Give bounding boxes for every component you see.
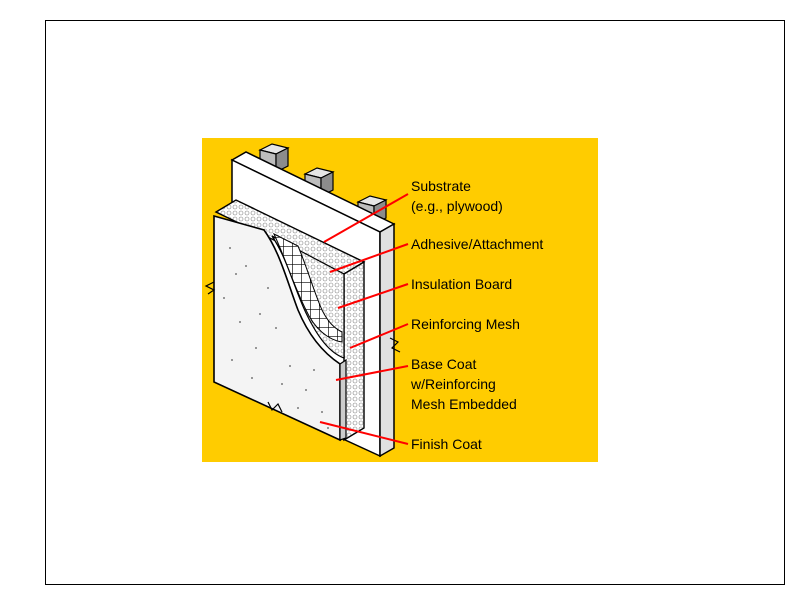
mesh-sheet: [272, 232, 343, 343]
label-insulation: Insulation Board: [411, 276, 513, 292]
label-base-coat-line1: Base Coat: [411, 356, 477, 372]
leader-finish-coat: [319, 421, 409, 445]
label-finish-coat: Finish Coat: [411, 436, 482, 452]
label-base-coat-line3: Mesh Embedded: [411, 396, 517, 412]
eifs-wall-section-illustration: [202, 138, 598, 462]
leader-insulation: [337, 283, 409, 309]
label-adhesive: Adhesive/Attachment: [411, 236, 544, 252]
label-reinforcing-mesh: Reinforcing Mesh: [411, 316, 520, 332]
label-base-coat-line2: w/Reinforcing: [411, 376, 496, 392]
slide-frame: [45, 20, 785, 585]
label-substrate: Substrate (e.g., plywood): [411, 176, 503, 216]
label-base-coat: Base Coat w/Reinforcing Mesh Embedded: [411, 354, 517, 414]
label-substrate-line1: Substrate: [411, 178, 471, 194]
eifs-diagram: [202, 138, 598, 462]
label-substrate-line2: (e.g., plywood): [411, 198, 503, 214]
finish-coat-panel: [204, 214, 347, 442]
insulation-board: [214, 199, 366, 442]
leader-adhesive: [329, 243, 409, 273]
leader-substrate: [323, 193, 409, 243]
leader-reinforcing-mesh: [349, 323, 409, 349]
leader-base-coat: [335, 365, 409, 381]
